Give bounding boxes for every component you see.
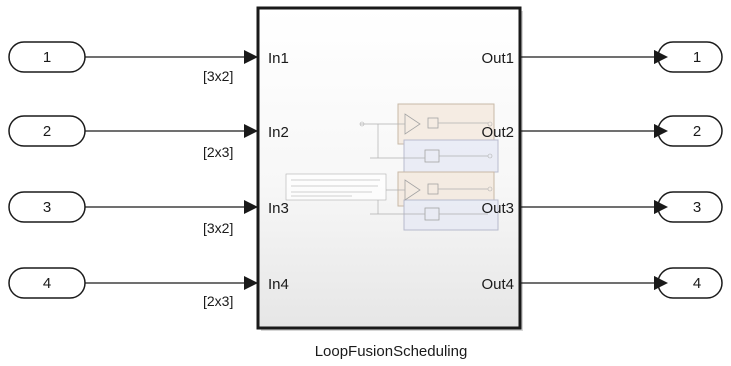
inport-1[interactable]: 1 bbox=[8, 41, 86, 73]
input-signal-2[interactable] bbox=[85, 124, 258, 138]
subsystem-input-label-1: In1 bbox=[268, 50, 289, 67]
output-signal-1[interactable] bbox=[521, 50, 668, 64]
inport-2-label: 2 bbox=[43, 123, 51, 140]
subsystem-input-label-3: In3 bbox=[268, 200, 289, 217]
inport-2[interactable]: 2 bbox=[8, 115, 86, 147]
output-signal-4[interactable] bbox=[521, 276, 668, 290]
subsystem-block[interactable]: In1 In2 In3 In4 Out1 Out2 Out3 Out4 bbox=[256, 6, 523, 331]
input-signal-1[interactable] bbox=[85, 50, 258, 64]
outport-3-label: 3 bbox=[693, 199, 701, 216]
output-arrowhead-4 bbox=[654, 276, 668, 290]
subsystem-output-label-4: Out4 bbox=[481, 276, 514, 293]
inport-1-label: 1 bbox=[43, 49, 51, 66]
output-signal-3[interactable] bbox=[521, 200, 668, 214]
subsystem-output-label-2: Out2 bbox=[481, 124, 514, 141]
signal-dimension-3: [3x2] bbox=[203, 220, 233, 236]
subsystem-name: LoopFusionScheduling bbox=[315, 343, 468, 360]
outport-4-label: 4 bbox=[693, 275, 701, 292]
output-arrowhead-3 bbox=[654, 200, 668, 214]
signal-dimension-2: [2x3] bbox=[203, 144, 233, 160]
input-signal-3[interactable] bbox=[85, 200, 258, 214]
subsystem-input-label-4: In4 bbox=[268, 276, 289, 293]
output-arrowhead-1 bbox=[654, 50, 668, 64]
output-arrowhead-2 bbox=[654, 124, 668, 138]
outport-1-label: 1 bbox=[693, 49, 701, 66]
inport-4[interactable]: 4 bbox=[8, 267, 86, 299]
subsystem-input-label-2: In2 bbox=[268, 124, 289, 141]
signal-dimension-1: [3x2] bbox=[203, 68, 233, 84]
outport-2-label: 2 bbox=[693, 123, 701, 140]
output-signal-2[interactable] bbox=[521, 124, 668, 138]
inport-3[interactable]: 3 bbox=[8, 191, 86, 223]
signal-dimension-4: [2x3] bbox=[203, 293, 233, 309]
input-signal-4[interactable] bbox=[85, 276, 258, 290]
subsystem-output-label-3: Out3 bbox=[481, 200, 514, 217]
inport-3-label: 3 bbox=[43, 199, 51, 216]
subsystem-output-label-1: Out1 bbox=[481, 50, 514, 67]
outport-1[interactable]: 1 bbox=[657, 41, 723, 73]
subsystem-thumbnail bbox=[285, 103, 499, 231]
inport-4-label: 4 bbox=[43, 275, 51, 292]
